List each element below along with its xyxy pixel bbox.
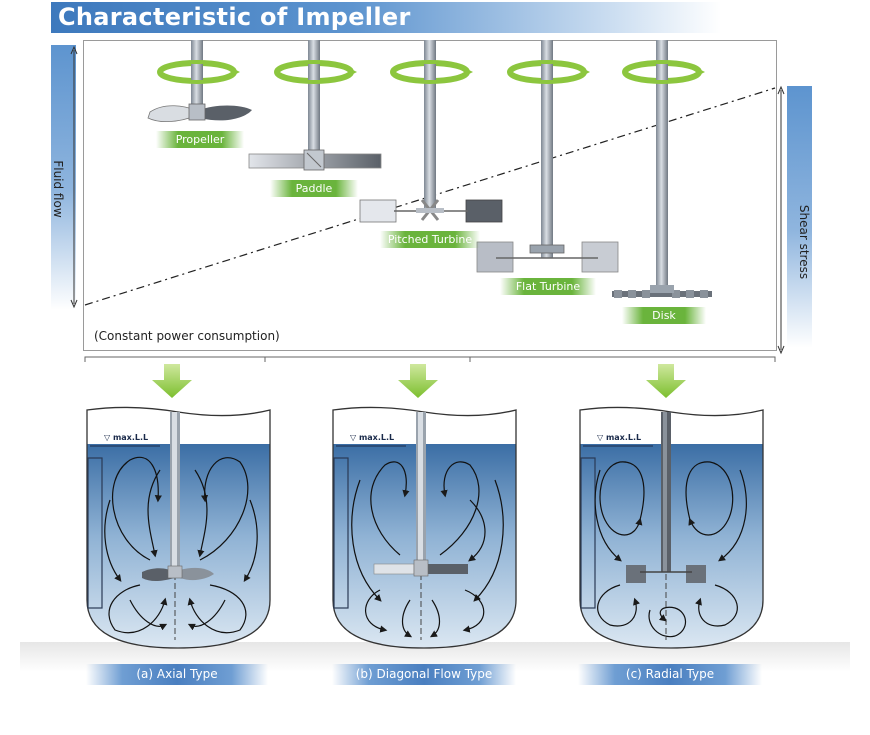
impeller-tag-paddle: Paddle — [270, 180, 358, 197]
down-arrow-axial — [152, 364, 192, 398]
max-level-label-a: ▽ max.L.L — [104, 433, 149, 442]
impeller-tag-flat-turbine: Flat Turbine — [500, 278, 596, 295]
fluid-flow-arrow — [70, 45, 78, 309]
shear-stress-arrow — [777, 85, 785, 355]
paddle-icon — [248, 40, 382, 171]
max-level-text-b: max.L.L — [358, 433, 395, 442]
max-level-text-c: max.L.L — [605, 433, 642, 442]
disk-icon — [612, 40, 712, 298]
down-arrow-diagonal — [398, 364, 438, 398]
tank-radial — [579, 406, 764, 649]
group-brackets — [84, 356, 776, 362]
propeller-icon — [147, 40, 252, 122]
impeller-tag-pitched-turbine: Pitched Turbine — [380, 231, 480, 248]
flow-type-radial: (c) Radial Type — [578, 664, 762, 685]
down-arrow-radial — [646, 364, 686, 398]
title-bar — [51, 2, 721, 33]
shear-stress-bar — [787, 86, 812, 348]
max-level-label-c: ▽ max.L.L — [597, 433, 642, 442]
fluid-flow-bar — [51, 45, 76, 310]
impeller-tag-disk: Disk — [622, 307, 706, 324]
max-level-label-b: ▽ max.L.L — [350, 433, 395, 442]
flat-turbine-icon — [476, 40, 619, 273]
tank-axial — [86, 406, 271, 649]
page-title: Characteristic of Impeller — [58, 3, 411, 31]
flow-type-axial: (a) Axial Type — [86, 664, 268, 685]
impeller-tag-propeller: Propeller — [156, 131, 244, 148]
tank-diagonal — [332, 406, 517, 649]
constant-power-note: (Constant power consumption) — [94, 329, 280, 343]
max-level-text-a: max.L.L — [112, 433, 149, 442]
flow-type-diagonal: (b) Diagonal Flow Type — [332, 664, 516, 685]
pitched-turbine-icon — [359, 40, 503, 223]
